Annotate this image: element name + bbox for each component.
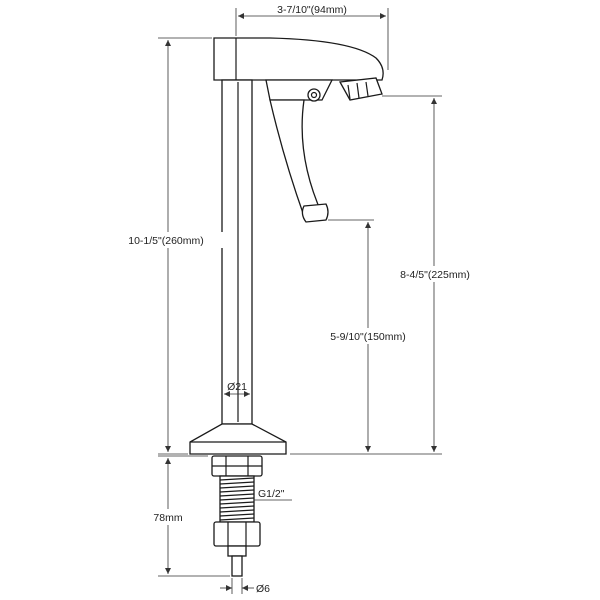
pipe-diameter-label: Ø21 bbox=[227, 381, 247, 393]
dimension-total-height: 10-1/5"(260mm) bbox=[108, 37, 224, 455]
thread-marks bbox=[219, 477, 255, 521]
faucet-head bbox=[213, 37, 384, 81]
lever-pivot bbox=[307, 88, 321, 102]
dimension-shank-length: 78mm bbox=[146, 455, 230, 577]
thread-label: G1/2" bbox=[258, 488, 285, 500]
hex-connector bbox=[213, 521, 261, 547]
dimension-lever-height: 5-9/10"(150mm) bbox=[326, 219, 412, 452]
dimension-pipe-diameter: Ø21 bbox=[224, 381, 250, 397]
outlet-tube bbox=[231, 555, 243, 577]
faucet-body bbox=[189, 37, 384, 577]
lever-arm bbox=[269, 99, 323, 217]
outlet-coupling bbox=[227, 545, 247, 557]
outlet-diameter-label: Ø6 bbox=[256, 583, 270, 595]
lever-bracket bbox=[265, 79, 334, 101]
dimension-outlet-diameter: Ø6 bbox=[220, 578, 270, 595]
lever-pedal bbox=[301, 203, 329, 223]
spout-nozzle bbox=[338, 77, 383, 101]
dimension-thread: G1/2" bbox=[254, 488, 292, 501]
lever-height-label: 5-9/10"(150mm) bbox=[330, 331, 406, 343]
spout-height-label: 8-4/5"(225mm) bbox=[400, 269, 470, 281]
top-width-label: 3-7/10"(94mm) bbox=[277, 4, 347, 16]
dimension-top-width: 3-7/10"(94mm) bbox=[235, 4, 389, 70]
dimension-spout-height: 8-4/5"(225mm) bbox=[290, 95, 476, 455]
shank-length-label: 78mm bbox=[153, 512, 182, 524]
base-flange bbox=[189, 423, 287, 455]
total-height-label: 10-1/5"(260mm) bbox=[128, 235, 204, 247]
riser-pipe bbox=[221, 79, 253, 425]
